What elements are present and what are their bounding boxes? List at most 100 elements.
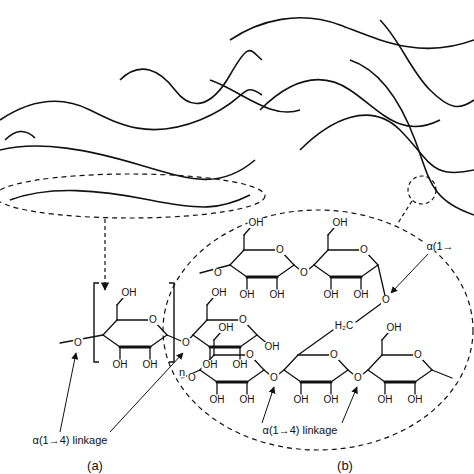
- bond-line: [361, 265, 378, 277]
- bond-line: [330, 277, 331, 289]
- highlight-ellipse: [0, 174, 265, 218]
- bond-line: [382, 333, 388, 340]
- linkage-oxygen: O: [181, 338, 191, 348]
- bond-line: [384, 382, 385, 394]
- hydroxyl-label: OH: [248, 218, 265, 228]
- hydroxyl-label: OH: [323, 395, 340, 405]
- hydroxyl-label: OH: [209, 395, 226, 405]
- hydroxyl-label: OH: [121, 288, 138, 298]
- amylose-chains: [0, 51, 262, 207]
- bond-line: [214, 333, 220, 340]
- bond-line: [284, 370, 301, 382]
- bond-line: [117, 298, 123, 305]
- bond-line: [432, 370, 452, 378]
- bond-line: [246, 382, 247, 394]
- linkage-oxygen: O: [73, 338, 83, 348]
- methylene-label: H₂C: [334, 321, 354, 331]
- bond-line: [216, 382, 217, 394]
- bond-line: [244, 228, 250, 235]
- ring-oxygen: O: [359, 245, 369, 255]
- glucose-rings: [60, 228, 452, 394]
- bond-line: [327, 235, 328, 250]
- ring-oxygen: O: [413, 350, 423, 360]
- leader-arrows: [60, 254, 428, 432]
- bond-line: [330, 382, 331, 394]
- ring-oxygen: O: [245, 350, 255, 360]
- hydroxyl-label: OH: [239, 290, 256, 300]
- hydroxyl-label: OH: [218, 323, 235, 333]
- zoom-arrow: [104, 219, 105, 290]
- bond-line: [385, 381, 415, 384]
- bond-line: [247, 276, 277, 279]
- linkage-oxygen: O: [353, 373, 363, 383]
- bond-line: [243, 235, 244, 250]
- hydroxyl-label: OH: [377, 395, 394, 405]
- linkage-oxygen: O: [381, 295, 391, 305]
- bond-line: [193, 320, 207, 335]
- hydroxyl-label: OH: [202, 360, 219, 370]
- hydroxyl-label: OH: [232, 360, 249, 370]
- bond-line: [284, 355, 298, 370]
- hydroxyl-label: OH: [386, 323, 403, 333]
- bond-line: [240, 335, 257, 347]
- hydroxyl-label: OH: [264, 342, 281, 352]
- hydroxyl-label: OH: [112, 360, 129, 370]
- bond-line: [209, 347, 210, 359]
- linkage-oxygen: O: [187, 373, 197, 383]
- linkage-oxygen: O: [269, 373, 279, 383]
- hydroxyl-label: OH: [407, 395, 424, 405]
- bond-line: [331, 276, 361, 279]
- bond-line: [116, 305, 117, 320]
- bond-line: [120, 346, 150, 349]
- ring-oxygen: O: [275, 245, 285, 255]
- bond-line: [414, 382, 415, 394]
- hydroxyl-label: OH: [332, 218, 349, 228]
- bond-line: [213, 340, 214, 355]
- bond-line: [360, 277, 361, 289]
- linkage-label: α(1→: [425, 241, 454, 252]
- zoom-ellipse: [163, 210, 473, 450]
- amylopectin-chains: [210, 18, 474, 215]
- bond-line: [301, 381, 331, 384]
- bond-line: [103, 335, 120, 347]
- bond-line: [247, 370, 264, 382]
- bond-line: [230, 265, 247, 277]
- bond-line: [119, 347, 120, 359]
- bond-line: [277, 265, 294, 277]
- ring-oxygen: O: [329, 350, 339, 360]
- repeat-bracket: [94, 283, 174, 362]
- bond-line: [206, 305, 207, 320]
- ring-oxygen: O: [238, 315, 248, 325]
- bond-line: [298, 330, 333, 355]
- hydroxyl-label: OH: [353, 290, 370, 300]
- bond-line: [200, 370, 217, 382]
- zoom-line: [398, 201, 412, 223]
- bond-line: [368, 370, 385, 382]
- linkage-label: α(1→4) linkage: [262, 425, 339, 436]
- hydroxyl-label: OH: [293, 395, 310, 405]
- hydroxyl-label: OH: [211, 288, 228, 298]
- bond-line: [150, 335, 167, 347]
- bond-line: [246, 277, 247, 289]
- hydroxyl-label: OH: [269, 290, 286, 300]
- bond-line: [207, 298, 213, 305]
- zoom-circle: [408, 176, 436, 204]
- bond-line: [415, 370, 432, 382]
- ring-oxygen: O: [148, 315, 158, 325]
- bond-line: [314, 250, 328, 265]
- bond-line: [314, 265, 331, 277]
- bond-line: [239, 347, 240, 359]
- bond-line: [276, 277, 277, 289]
- linkage-oxygen: O: [213, 268, 223, 278]
- bond-line: [217, 381, 247, 384]
- hydroxyl-label: OH: [142, 360, 159, 370]
- linkage-oxygen: O: [299, 268, 309, 278]
- bond-line: [381, 340, 382, 355]
- bond-line: [368, 355, 382, 370]
- hydroxyl-label: OH: [323, 290, 340, 300]
- bond-line: [331, 370, 348, 382]
- bond-line: [193, 335, 210, 347]
- bond-line: [328, 228, 334, 235]
